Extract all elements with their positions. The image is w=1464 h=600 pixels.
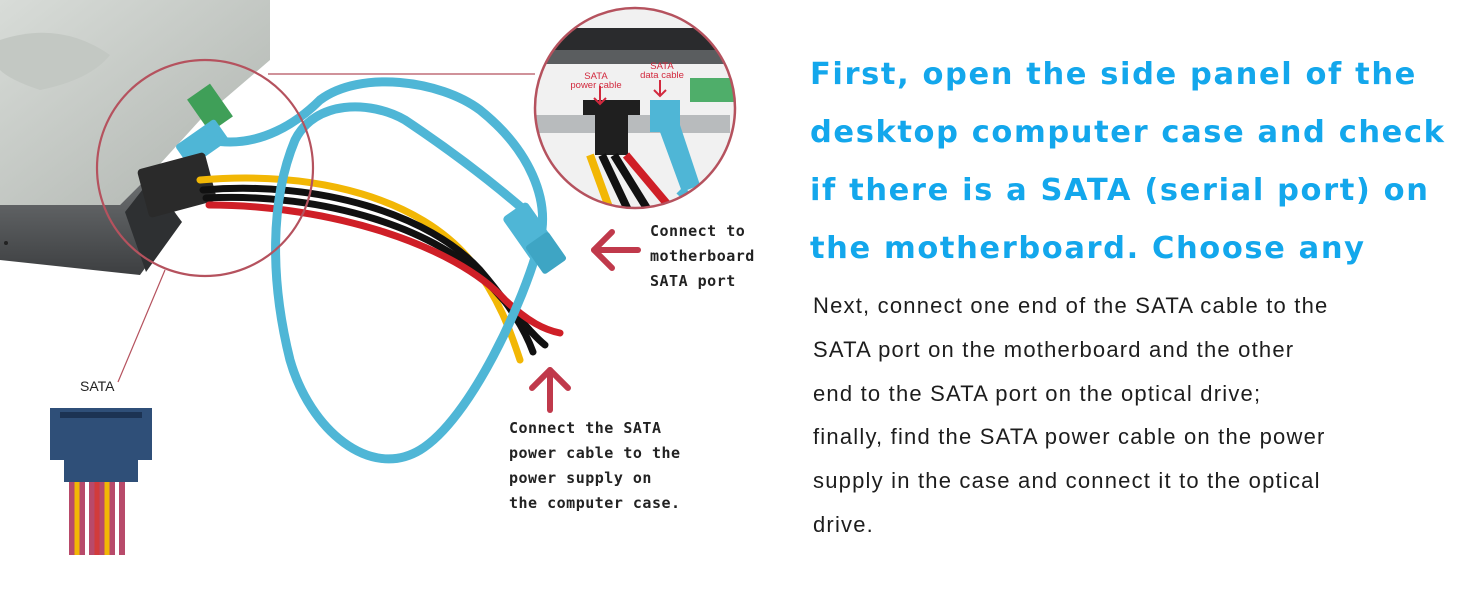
optical-drive <box>0 0 270 275</box>
headline-line: First, open the side panel of the <box>810 57 1417 92</box>
power-supply-callout-line: power supply on <box>509 469 652 487</box>
inset-caption-power-line1: SATA <box>584 71 608 82</box>
headline: First, open the side panel of the deskto… <box>810 46 1450 278</box>
sata-data-cable <box>205 77 547 464</box>
headline-line: if there is a SATA (serial port) on <box>810 173 1430 208</box>
inset-caption-data-cable: SATA data cable <box>627 61 697 81</box>
inset-caption-data-line1: SATA <box>650 61 674 72</box>
motherboard-callout-line: motherboard <box>650 247 755 265</box>
sata-connector-illustration <box>50 408 152 555</box>
zoom-leader-bottom <box>117 269 166 383</box>
instructions-body: Next, connect one end of the SATA cable … <box>813 284 1453 547</box>
motherboard-callout-line: SATA port <box>650 272 736 290</box>
body-line: Next, connect one end of the SATA cable … <box>813 293 1329 318</box>
body-line: SATA port on the motherboard and the oth… <box>813 336 1295 362</box>
body-line: drive. <box>813 511 874 537</box>
sata-data-connector-free <box>503 202 567 274</box>
sata-installation-diagram <box>0 0 737 555</box>
inset-circle <box>533 6 737 210</box>
power-supply-callout-line: the computer case. <box>509 494 681 512</box>
power-supply-callout: Connect the SATA power cable to the powe… <box>509 416 719 516</box>
power-supply-callout-line: Connect the SATA <box>509 419 662 437</box>
power-supply-callout-line: power cable to the <box>509 444 681 462</box>
arrow-left-icon <box>591 229 641 271</box>
drive-connectors <box>137 119 228 218</box>
arrow-up-icon <box>529 367 571 413</box>
inset-magnified-view <box>535 8 735 208</box>
motherboard-callout-line: Connect to <box>650 222 746 240</box>
body-line: finally, find the SATA power cable on th… <box>813 424 1326 450</box>
body-line: supply in the case and connect it to the… <box>813 468 1321 494</box>
headline-line: the motherboard. Choose any <box>810 231 1366 266</box>
inset-caption-power-line2: power cable <box>570 80 622 91</box>
zoom-circle <box>95 58 315 278</box>
inset-caption-data-line2: data cable <box>640 70 684 81</box>
sata-connector-label: SATA <box>80 378 115 394</box>
motherboard-callout: Connect to motherboard SATA port <box>650 219 800 294</box>
headline-line: desktop computer case and check <box>810 115 1446 150</box>
body-line: end to the SATA port on the optical driv… <box>813 380 1262 406</box>
inset-caption-power-cable: SATA power cable <box>556 71 636 91</box>
